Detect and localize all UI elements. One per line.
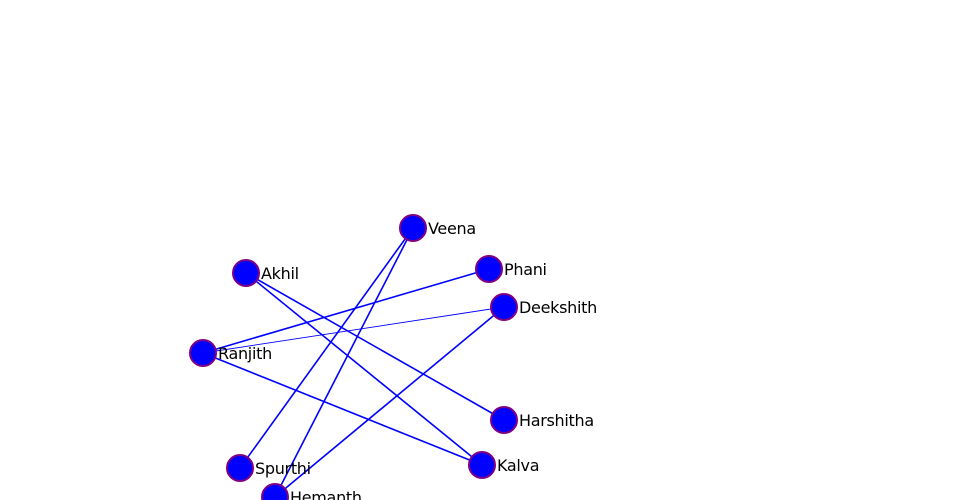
edge-ranjith-kalva bbox=[202, 352, 483, 466]
node-label: Veena bbox=[428, 219, 476, 238]
node-circle[interactable] bbox=[490, 293, 518, 321]
node-circle[interactable] bbox=[226, 454, 254, 482]
node-label: Phani bbox=[504, 260, 547, 279]
node-label: Ranjith bbox=[218, 344, 272, 363]
node-label: Deekshith bbox=[519, 298, 597, 317]
node-label: Hemanth bbox=[290, 488, 362, 500]
node-phani[interactable]: Phani bbox=[475, 255, 547, 283]
node-circle[interactable] bbox=[189, 339, 217, 367]
node-circle[interactable] bbox=[475, 255, 503, 283]
node-circle[interactable] bbox=[399, 214, 427, 242]
edge-veena-hemanth bbox=[274, 227, 414, 498]
edge-akhil-kalva bbox=[245, 272, 483, 466]
edge-deekshith-ranjith bbox=[202, 306, 505, 354]
node-circle[interactable] bbox=[468, 451, 496, 479]
node-spurthi[interactable]: Spurthi bbox=[226, 454, 311, 482]
edge-veena-spurthi bbox=[239, 227, 414, 469]
node-label: Harshitha bbox=[519, 411, 594, 430]
node-label: Spurthi bbox=[255, 459, 311, 478]
edge-phani-ranjith bbox=[202, 268, 490, 354]
node-akhil[interactable]: Akhil bbox=[232, 259, 299, 287]
node-harshitha[interactable]: Harshitha bbox=[490, 406, 594, 434]
node-circle[interactable] bbox=[261, 483, 289, 500]
node-veena[interactable]: Veena bbox=[399, 214, 476, 242]
node-circle[interactable] bbox=[490, 406, 518, 434]
node-kalva[interactable]: Kalva bbox=[468, 451, 540, 479]
node-circle[interactable] bbox=[232, 259, 260, 287]
edge-akhil-harshitha bbox=[245, 272, 505, 421]
node-label: Akhil bbox=[261, 264, 299, 283]
node-label: Kalva bbox=[497, 456, 539, 475]
node-deekshith[interactable]: Deekshith bbox=[490, 293, 597, 321]
node-hemanth[interactable]: Hemanth bbox=[261, 483, 362, 500]
edge-layer bbox=[202, 227, 505, 498]
edge-deekshith-hemanth bbox=[274, 306, 505, 498]
node-ranjith[interactable]: Ranjith bbox=[189, 339, 272, 367]
